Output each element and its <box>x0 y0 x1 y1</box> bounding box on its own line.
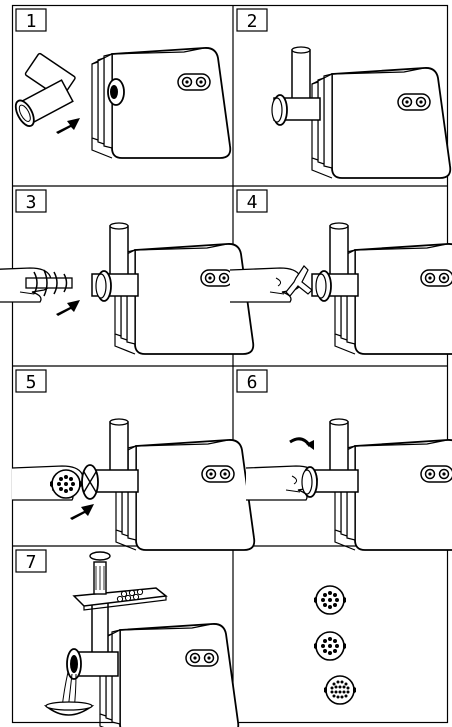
cutting-plate-icon <box>324 676 356 704</box>
food-tray-icon <box>74 588 166 610</box>
ring-icon <box>82 465 98 499</box>
arrow-icon <box>70 504 94 520</box>
cutting-plate-icon <box>314 586 346 614</box>
svg-text:1: 1 <box>26 11 37 32</box>
arrow-icon <box>56 300 80 316</box>
rotate-arrow-icon <box>290 439 310 446</box>
step-number-2: 2 <box>237 9 267 32</box>
hand-icon <box>230 268 301 302</box>
svg-text:5: 5 <box>26 372 37 393</box>
step-6-illustration <box>246 419 452 550</box>
step-5-illustration <box>12 419 254 550</box>
arrow-icon <box>56 118 80 134</box>
step-1-illustration <box>0 43 230 158</box>
step-7-illustration <box>46 552 238 727</box>
step-number-6: 6 <box>237 370 267 393</box>
svg-text:7: 7 <box>26 552 37 573</box>
step-number-7: 7 <box>16 550 46 573</box>
step-2-illustration <box>272 47 450 178</box>
svg-text:3: 3 <box>26 192 37 213</box>
step-number-3: 3 <box>16 190 46 213</box>
step-number-4: 4 <box>237 190 267 213</box>
svg-text:6: 6 <box>247 372 258 393</box>
bowl-icon <box>46 702 92 715</box>
step-number-1: 1 <box>16 9 46 32</box>
step-4-illustration <box>230 223 452 354</box>
svg-text:4: 4 <box>247 192 258 213</box>
cutting-plates-illustration <box>314 586 356 704</box>
step-3-illustration <box>0 223 253 354</box>
food-pusher-icon <box>90 552 110 594</box>
cutting-plate-icon <box>314 632 346 660</box>
svg-text:2: 2 <box>247 11 258 32</box>
step-number-5: 5 <box>16 370 46 393</box>
